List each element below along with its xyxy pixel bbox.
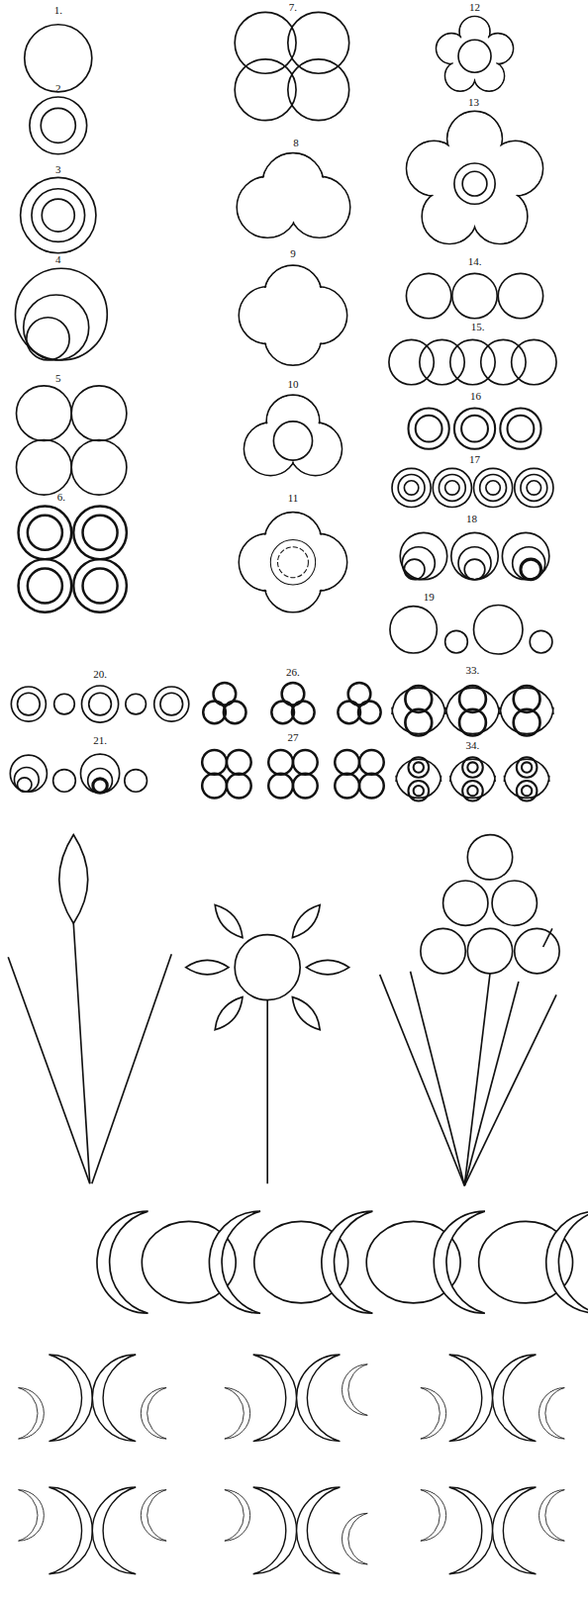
circle-figure [234, 11, 350, 120]
cinquefoil-figure [436, 16, 514, 93]
trefoil-figure [243, 394, 342, 476]
cluster-figure [380, 835, 561, 1187]
circle-row [9, 754, 147, 793]
arc-border [392, 686, 554, 737]
figure-number: 12 [469, 1, 481, 13]
circle-row [389, 339, 557, 385]
quatrefoil-figure [238, 512, 347, 613]
circle-row [399, 532, 550, 580]
circle-figure [18, 506, 127, 613]
arc-border [395, 757, 550, 801]
figure-number: 4 [55, 253, 62, 265]
figure-number: 2 [55, 82, 62, 94]
figure-number: 27 [287, 731, 298, 743]
figure-number: 10 [287, 378, 298, 390]
figure-number: 33. [466, 664, 481, 676]
trefoil-figure [236, 153, 350, 239]
figure-number: 19 [423, 591, 435, 603]
figure-number: 13 [468, 97, 480, 108]
figure-number: 1. [54, 4, 63, 16]
circle-figure [14, 268, 107, 361]
figure-number: 16 [470, 391, 482, 402]
crescent-panel [420, 1355, 565, 1575]
circle-row [390, 605, 553, 656]
circle-row [405, 273, 543, 318]
circle-figure [29, 97, 88, 155]
cinquefoil-figure [406, 110, 544, 244]
quatrefoil-figure [238, 265, 347, 366]
crescent-panel [18, 1355, 168, 1575]
figure-number: 15. [471, 321, 486, 333]
figure-number: 11 [288, 492, 299, 504]
circle-row [392, 468, 554, 507]
crescent-border [97, 1211, 588, 1314]
figure-number: 20. [93, 668, 107, 680]
circle-row [201, 750, 385, 798]
circle-figure [20, 177, 97, 253]
circle-row [202, 683, 381, 724]
figure-number: 18 [466, 512, 478, 524]
figure-number: 34. [466, 739, 481, 751]
crescent-panel [224, 1355, 368, 1575]
flower-figure [186, 900, 350, 1184]
figure-number: 6. [57, 491, 66, 503]
figure-number: 26. [286, 666, 300, 678]
figure-number: 21. [93, 734, 107, 746]
circle-row [408, 408, 542, 450]
figure-number: 7. [289, 1, 297, 13]
circle-figure [16, 386, 127, 495]
figure-number: 5 [55, 372, 62, 384]
figure-number: 8 [293, 137, 299, 149]
figure-number: 17 [469, 454, 481, 466]
circle-row [10, 686, 189, 723]
figure-number: 14. [468, 256, 483, 268]
figure-number: 3 [55, 164, 62, 176]
bud-figure [7, 835, 172, 1185]
figure-number: 9 [290, 247, 296, 259]
